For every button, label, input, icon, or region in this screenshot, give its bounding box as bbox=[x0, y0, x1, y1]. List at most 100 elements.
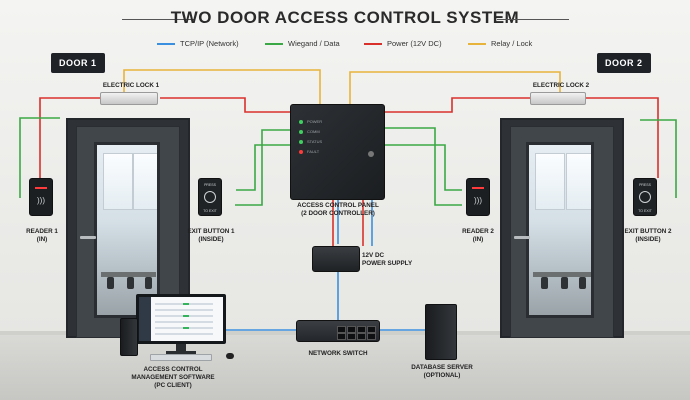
legend-swatch-network bbox=[157, 43, 175, 46]
exit-text-top: PRESS bbox=[639, 183, 651, 187]
switch-port bbox=[367, 326, 376, 333]
office-window bbox=[566, 153, 591, 210]
electric-lock-1-label: ELECTRIC LOCK 1 bbox=[102, 82, 160, 89]
exit-ring-icon bbox=[204, 191, 216, 203]
door-1-handle[interactable] bbox=[80, 236, 96, 239]
data-wire-reader-1 bbox=[19, 117, 60, 198]
exit-button-2-label: EXIT BUTTON 2 (INSIDE) bbox=[624, 228, 672, 243]
door-1-window bbox=[94, 142, 160, 318]
reader-led bbox=[472, 187, 484, 189]
reader-1[interactable]: ))) bbox=[29, 178, 53, 216]
database-server-label: DATABASE SERVER (OPTIONAL) bbox=[411, 364, 473, 379]
office-chair bbox=[541, 277, 548, 289]
panel-led-label: FAULT bbox=[307, 149, 320, 154]
power-wire-lock-2 bbox=[582, 97, 659, 178]
app-row bbox=[155, 333, 213, 335]
door-1-badge: DOOR 1 bbox=[51, 53, 105, 73]
status-indicator bbox=[183, 327, 189, 329]
power-wire-lock-2-panel bbox=[385, 97, 530, 113]
floor bbox=[0, 335, 690, 400]
office-desk bbox=[101, 272, 156, 277]
title-rule-left bbox=[122, 19, 194, 20]
page-title: TWO DOOR ACCESS CONTROL SYSTEM bbox=[170, 8, 520, 27]
pc-monitor[interactable] bbox=[136, 294, 226, 344]
office-window bbox=[133, 153, 157, 210]
rfid-icon: ))) bbox=[474, 196, 482, 205]
exit-ring-icon bbox=[639, 191, 651, 203]
data-wire-reader-2 bbox=[385, 127, 462, 206]
database-server bbox=[425, 304, 457, 360]
power-supply bbox=[312, 246, 360, 272]
relay-wire-lock-2 bbox=[349, 71, 561, 104]
reader-led bbox=[35, 187, 47, 189]
legend-swatch-power bbox=[364, 43, 382, 46]
office-desk bbox=[533, 272, 591, 277]
legend-label: Wiegand / Data bbox=[288, 39, 340, 48]
pc-screen bbox=[139, 297, 223, 341]
app-row bbox=[155, 321, 213, 323]
legend-swatch-data bbox=[265, 43, 283, 46]
switch-port bbox=[347, 333, 356, 340]
title-rule-right bbox=[497, 19, 569, 20]
exit-text-top: PRESS bbox=[204, 183, 216, 187]
mouse[interactable] bbox=[226, 353, 234, 359]
data-wire-exit-2 bbox=[640, 119, 677, 198]
office-chair bbox=[579, 277, 586, 289]
panel-led-status: STATUS bbox=[299, 139, 322, 144]
reader-1-label: READER 1 (IN) bbox=[26, 228, 58, 243]
keyboard[interactable] bbox=[150, 354, 212, 361]
pc-client-label: ACCESS CONTROL MANAGEMENT SOFTWARE (PC C… bbox=[131, 366, 215, 389]
legend: TCP/IP (Network) Wiegand / Data Power (1… bbox=[0, 39, 690, 53]
legend-item-network: TCP/IP (Network) bbox=[157, 39, 239, 48]
switch-port bbox=[357, 326, 366, 333]
network-switch-label: NETWORK SWITCH bbox=[308, 350, 368, 357]
access-control-panel: POWER COMM STATUS FAULT bbox=[290, 104, 385, 200]
switch-port bbox=[347, 326, 356, 333]
panel-led-power: POWER bbox=[299, 119, 322, 124]
panel-led-fault: FAULT bbox=[299, 149, 319, 154]
office-window bbox=[535, 153, 565, 210]
status-indicator bbox=[183, 315, 189, 317]
legend-item-data: Wiegand / Data bbox=[265, 39, 340, 48]
power-wire-lock-1 bbox=[39, 97, 100, 178]
lock-keyhole-icon bbox=[368, 151, 374, 157]
switch-port bbox=[357, 333, 366, 340]
data-wire-exit-1 bbox=[235, 129, 290, 206]
reader-2[interactable]: ))) bbox=[466, 178, 490, 216]
exit-text-bottom: TO EXIT bbox=[203, 209, 217, 213]
data-wire-exit-1-b bbox=[236, 144, 290, 191]
office-window bbox=[103, 153, 133, 210]
door-2-badge: DOOR 2 bbox=[597, 53, 651, 73]
legend-item-power: Power (12V DC) bbox=[364, 39, 442, 48]
relay-wire-lock-1 bbox=[123, 69, 321, 104]
office-chair bbox=[561, 277, 568, 289]
rfid-icon: ))) bbox=[37, 196, 45, 205]
panel-led-label: POWER bbox=[307, 119, 323, 124]
power-wire-lock-1-panel bbox=[160, 97, 290, 113]
switch-port bbox=[367, 333, 376, 340]
monitor-stand bbox=[176, 344, 186, 352]
exit-text-bottom: TO EXIT bbox=[638, 209, 652, 213]
monitor-base bbox=[166, 351, 196, 354]
legend-label: Power (12V DC) bbox=[387, 39, 442, 48]
electric-lock-2-label: ELECTRIC LOCK 2 bbox=[532, 82, 590, 89]
app-row bbox=[155, 309, 213, 311]
pc-tower bbox=[120, 318, 138, 356]
office-chair bbox=[127, 277, 134, 289]
network-switch bbox=[296, 320, 380, 342]
app-sidebar bbox=[139, 297, 151, 341]
switch-port bbox=[337, 326, 346, 333]
exit-button-1[interactable]: PRESS TO EXIT bbox=[198, 178, 222, 216]
reader-2-label: READER 2 (IN) bbox=[462, 228, 494, 243]
exit-button-2[interactable]: PRESS TO EXIT bbox=[633, 178, 657, 216]
exit-button-1-label: EXIT BUTTON 1 (INSIDE) bbox=[187, 228, 235, 243]
office-chair bbox=[107, 277, 114, 289]
power-supply-label: 12V DC POWER SUPPLY bbox=[362, 252, 413, 267]
switch-port bbox=[337, 333, 346, 340]
data-wire-reader-2-b bbox=[385, 144, 462, 191]
access-control-panel-label: ACCESS CONTROL PANEL (2 DOOR CONTROLLER) bbox=[297, 202, 379, 217]
door-2-window bbox=[526, 142, 594, 318]
door-2-handle[interactable] bbox=[514, 236, 530, 239]
panel-led-label: COMM bbox=[307, 129, 320, 134]
